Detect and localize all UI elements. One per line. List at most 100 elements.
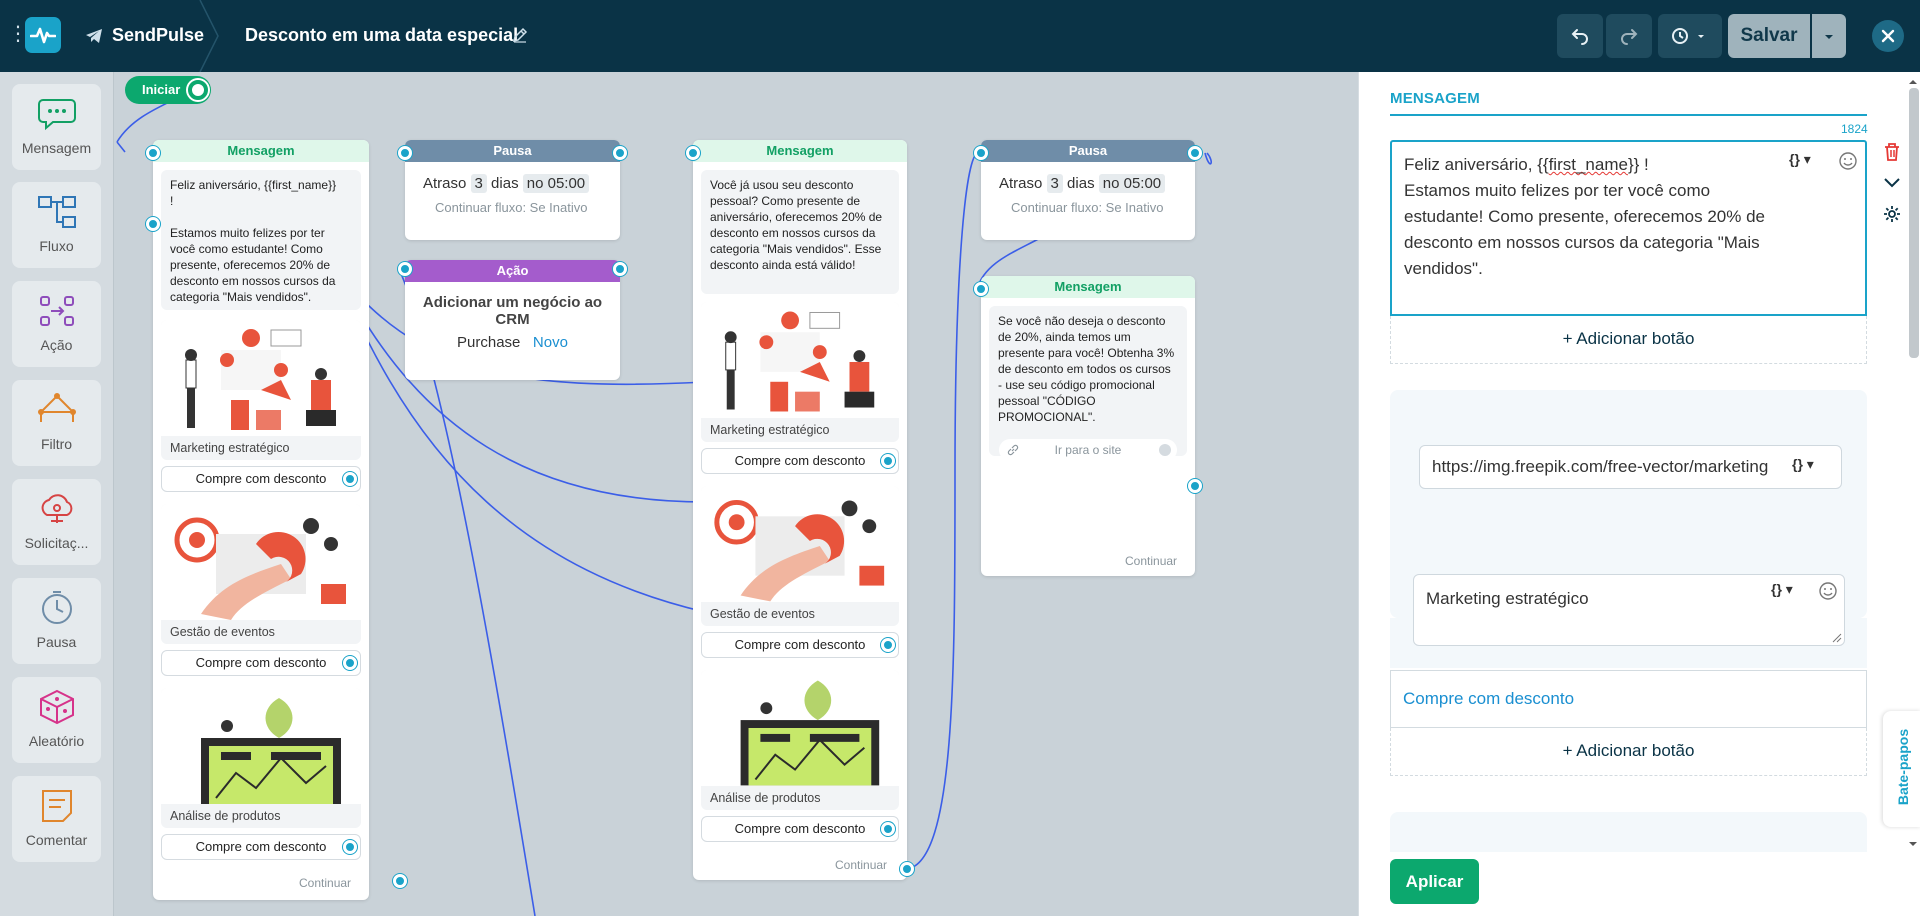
node-header: Ação [405, 260, 620, 282]
start-port[interactable] [188, 80, 208, 100]
breadcrumb-separator [199, 0, 219, 72]
action-stage: Novo [532, 334, 568, 351]
gallery-card-1[interactable]: Marketing estratégico [701, 302, 899, 442]
pause-1-output-port[interactable] [613, 146, 627, 160]
undo-button[interactable] [1557, 14, 1603, 58]
continue-port[interactable] [393, 874, 407, 888]
message-text-input[interactable]: Feliz aniversário, {{first_name}} ! Esta… [1390, 140, 1867, 316]
more-menu-icon[interactable]: ⋮ [8, 23, 28, 45]
card-button[interactable]: Compre com desconto [701, 632, 899, 658]
pause-1-input-port[interactable] [398, 146, 412, 160]
pause-2-input-port[interactable] [974, 146, 988, 160]
dice-icon [39, 689, 74, 725]
scroll-down-icon[interactable] [1908, 840, 1918, 848]
image-url-input[interactable]: https://img.freepik.com/free-vector/mark… [1419, 445, 1842, 489]
image-url-value: https://img.freepik.com/free-vector/mark… [1432, 457, 1769, 476]
button-port[interactable] [881, 454, 895, 468]
message-node-3[interactable]: Mensagem Se você não deseja o desconto d… [981, 276, 1195, 576]
message-node-2-continue-port[interactable] [900, 862, 914, 876]
card-button[interactable]: Compre com desconto [701, 448, 899, 474]
message-node-2[interactable]: Mensagem Você já usou seu desconto pesso… [693, 140, 907, 880]
emoji-icon[interactable] [1818, 581, 1838, 601]
button-port[interactable] [881, 638, 895, 652]
toolbar-item-request[interactable]: Solicitaç... [12, 479, 101, 565]
apply-button[interactable]: Aplicar [1390, 859, 1479, 904]
edit-pencil-icon[interactable] [512, 27, 528, 43]
link-button-label: Ir para o site [1054, 443, 1122, 457]
toolbar-item-filter[interactable]: Filtro [12, 380, 101, 466]
input-port[interactable] [146, 217, 160, 231]
button-port[interactable] [343, 472, 357, 486]
variable-picker-button[interactable]: {} ▾ [1792, 456, 1814, 472]
panel-scrollbar[interactable] [1906, 80, 1920, 850]
pause-node-2[interactable]: Pausa Atraso 3 dias no 05:00 Continuar f… [981, 140, 1195, 240]
variable-picker-button[interactable]: {} ▾ [1789, 151, 1811, 167]
emoji-icon[interactable] [1838, 151, 1858, 171]
history-button[interactable] [1658, 14, 1722, 58]
message-node-2-input-port[interactable] [686, 146, 700, 160]
message-node-1-input-port[interactable] [146, 146, 160, 160]
button-port[interactable] [881, 822, 895, 836]
button-port[interactable] [343, 840, 357, 854]
toolbar-label: Comentar [25, 832, 88, 848]
add-button-link-2[interactable]: + Adicionar botão [1390, 728, 1867, 776]
add-button-link[interactable]: + Adicionar botão [1390, 316, 1867, 364]
card-button-row[interactable]: Compre com desconto [1390, 670, 1867, 728]
redo-button[interactable] [1606, 14, 1652, 58]
toolbar-item-random[interactable]: Aleatório [12, 677, 101, 763]
delay-time: no 05:00 [522, 174, 590, 193]
clock-icon [41, 591, 72, 624]
toolbar-label: Fluxo [39, 238, 74, 254]
chats-tab[interactable]: Bate-papos [1883, 711, 1920, 827]
card-caption: Análise de produtos [710, 791, 821, 805]
close-icon [1881, 29, 1895, 43]
delay-unit: dias [491, 175, 519, 192]
flow-canvas[interactable]: Iniciar Mensagem Feliz aniversário, {{fi… [115, 72, 1357, 916]
gear-icon[interactable] [1883, 205, 1901, 223]
scroll-up-icon[interactable] [1908, 78, 1918, 86]
action-node[interactable]: Ação Adicionar um negócio ao CRM Purchas… [405, 260, 620, 380]
message-node-1[interactable]: Mensagem Feliz aniversário, {{first_name… [146, 140, 407, 900]
card-image [701, 486, 899, 602]
toolbar-item-comment[interactable]: Comentar [12, 776, 101, 862]
resize-handle-icon[interactable] [1832, 633, 1842, 643]
node-header: Mensagem [693, 140, 907, 162]
action-output-port[interactable] [613, 262, 627, 276]
toolbar-item-action[interactable]: Ação [12, 281, 101, 367]
gallery-card-3[interactable]: Análise de produtos [161, 688, 361, 828]
card-button[interactable]: Compre com desconto [701, 816, 899, 842]
save-options-button[interactable] [1812, 14, 1846, 58]
toolbar-item-pause[interactable]: Pausa [12, 578, 101, 664]
delay-unit: dias [1067, 175, 1095, 192]
toolbar-label: Aleatório [28, 733, 85, 749]
gallery-card-1[interactable]: Marketing estratégico [161, 320, 361, 460]
node-header: Mensagem [981, 276, 1195, 298]
start-node[interactable]: Iniciar [125, 76, 211, 104]
close-button[interactable] [1872, 20, 1904, 52]
save-button[interactable]: Salvar [1728, 14, 1810, 58]
message-node-3-input-port[interactable] [974, 282, 988, 296]
card-button[interactable]: Compre com desconto [161, 650, 361, 676]
link-button[interactable]: Ir para o site [999, 439, 1177, 461]
card-caption-input[interactable]: Marketing estratégico {} ▾ [1413, 574, 1845, 646]
toolbar-item-message[interactable]: Mensagem [12, 84, 101, 170]
button-port[interactable] [343, 656, 357, 670]
panel-title: MENSAGEM [1390, 90, 1480, 107]
gallery-card-2[interactable]: Gestão de eventos [701, 486, 899, 626]
card-button[interactable]: Compre com desconto [161, 466, 361, 492]
trash-icon[interactable] [1883, 142, 1901, 162]
chats-tab-label: Bate-papos [1895, 728, 1911, 806]
sendpulse-logo-icon[interactable] [25, 17, 61, 53]
variable-picker-button[interactable]: {} ▾ [1771, 581, 1793, 597]
scrollbar-thumb[interactable] [1909, 88, 1919, 358]
pause-node-1[interactable]: Pausa Atraso 3 dias no 05:00 Continuar f… [405, 140, 620, 240]
toolbar-item-flow[interactable]: Fluxo [12, 182, 101, 268]
card-button[interactable]: Compre com desconto [161, 834, 361, 860]
gallery-card-3[interactable]: Análise de produtos [701, 670, 899, 810]
action-icon [39, 296, 74, 326]
message-node-3-continue-port[interactable] [1188, 479, 1202, 493]
action-input-port[interactable] [398, 262, 412, 276]
gallery-card-2[interactable]: Gestão de eventos [161, 504, 361, 644]
pause-2-output-port[interactable] [1188, 146, 1202, 160]
chevron-down-icon[interactable] [1883, 176, 1901, 190]
